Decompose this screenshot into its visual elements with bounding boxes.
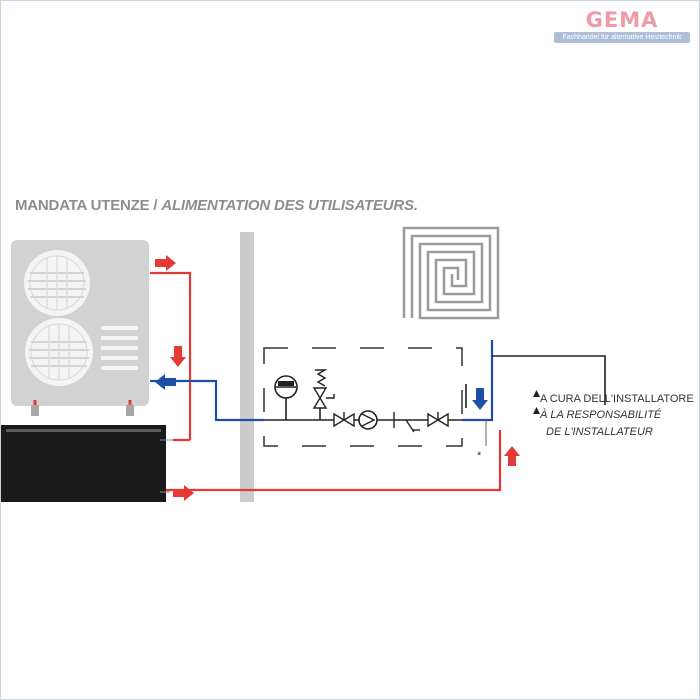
pump-icon — [358, 410, 378, 430]
note-marker: * — [477, 450, 482, 462]
diagram-title-italian: MANDATA UTENZE / — [15, 197, 162, 214]
floor-heating-coil — [402, 226, 500, 320]
expansion-vessel-icon — [274, 375, 298, 399]
brand-logo: GEMA Fachhandel für alternative Heiztech… — [554, 8, 690, 44]
arrow-icon — [155, 374, 176, 390]
vent-grille — [101, 326, 138, 370]
brand-logo-tagline: Fachhandel für alternative Heiztechnik — [554, 32, 690, 43]
legend-french-line-2: DE L'INSTALLATEUR — [546, 426, 653, 438]
buffer-tank — [1, 425, 178, 502]
legend-french-text-1: À LA RESPONSABILITÉ — [540, 409, 662, 421]
installer-zone-outline — [263, 347, 463, 447]
fan-icon — [24, 250, 90, 316]
diagram-title: MANDATA UTENZE / ALIMENTATION DES UTILIS… — [15, 197, 418, 214]
unit-foot — [31, 405, 39, 416]
return-lines — [150, 340, 494, 422]
supply-lines — [150, 271, 502, 492]
arrow-icon — [472, 388, 488, 410]
brand-logo-word: GEMA — [585, 8, 659, 32]
building-wall — [240, 232, 254, 502]
legend-italian: A CURA DELL'INSTALLATORE — [528, 393, 694, 405]
valve-icon — [333, 412, 355, 428]
heat-pump-unit — [11, 240, 149, 416]
arrow-icon — [155, 255, 176, 271]
warning-icon — [533, 390, 540, 397]
arrow-icon — [504, 446, 520, 466]
valve-icon — [427, 412, 449, 428]
fan-icon — [25, 318, 93, 386]
legend-french-line-1: À LA RESPONSABILITÉ — [528, 409, 661, 421]
filter-icon — [393, 412, 420, 433]
legend-italian-text: A CURA DELL'INSTALLATORE — [540, 393, 694, 405]
warning-icon — [533, 407, 540, 414]
diagram-title-french: ALIMENTATION DES UTILISATEURS. — [161, 197, 418, 214]
arrow-icon — [173, 485, 194, 501]
arrow-icon — [170, 346, 186, 367]
unit-foot — [126, 405, 134, 416]
safety-valve-icon — [312, 369, 335, 409]
